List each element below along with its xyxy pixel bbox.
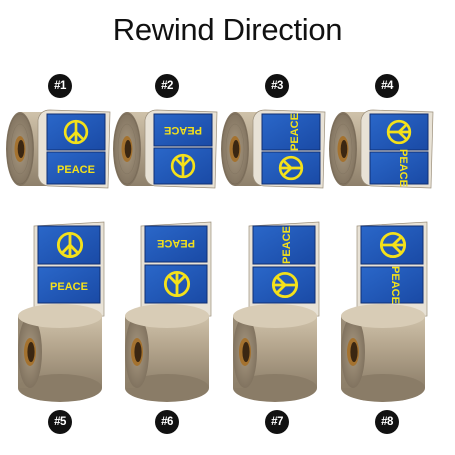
roll-1: PEACE	[5, 109, 111, 189]
roll-number-badge-5: #5	[48, 410, 72, 434]
roll-4: PEACE	[328, 109, 434, 189]
roll-number-badge-3: #3	[265, 74, 289, 98]
label-text-5: PEACE	[50, 281, 88, 293]
roll-5: PEACE	[18, 221, 105, 402]
label-text-3: PEACE	[289, 113, 301, 151]
roll-7: PEACE	[233, 221, 320, 402]
roll-6: PEACE	[125, 221, 212, 402]
label-text-1: PEACE	[57, 164, 95, 176]
roll-number-badge-7: #7	[265, 410, 289, 434]
label-text-8: PEACE	[389, 266, 401, 304]
diagram-title: Rewind Direction	[112, 12, 343, 47]
roll-number-badge-6: #6	[155, 410, 179, 434]
roll-number-badge-2: #2	[155, 74, 179, 98]
roll-number-badge-1: #1	[48, 74, 72, 98]
label-text-6: PEACE	[157, 237, 195, 249]
label-text-7: PEACE	[281, 226, 293, 264]
roll-number-badge-4: #4	[375, 74, 399, 98]
roll-8: PEACE	[341, 221, 428, 402]
roll-number-badge-8: #8	[375, 410, 399, 434]
label-text-4: PEACE	[397, 149, 409, 187]
roll-3: PEACE	[220, 109, 326, 189]
roll-2: PEACE	[112, 109, 218, 189]
label-text-2: PEACE	[164, 124, 202, 136]
